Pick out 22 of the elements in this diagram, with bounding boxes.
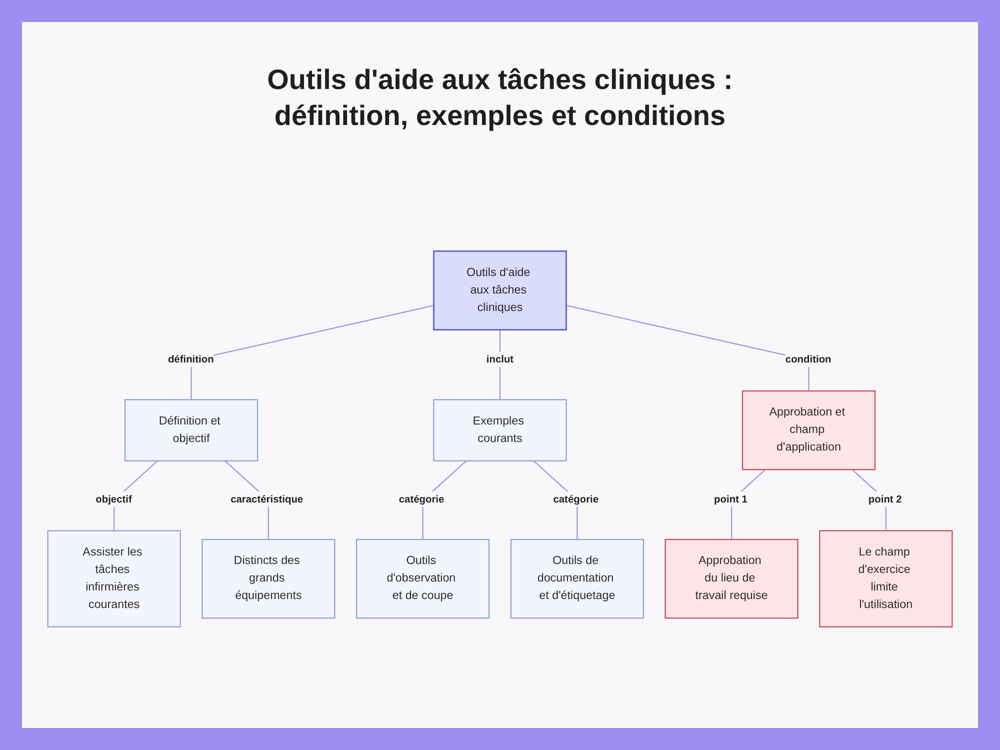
edge-label: condition (785, 353, 832, 365)
node-box: Approbation du lieu de travail requise (664, 538, 798, 619)
edge-label: point 2 (868, 492, 902, 505)
edge-label: inclut (486, 353, 514, 365)
connector (566, 304, 810, 391)
node-box: Outils d'observation et de coupe (356, 538, 490, 619)
edge-label: objectif (96, 492, 132, 505)
node-box: Distincts des grands équipements (202, 538, 336, 619)
node-box: Définition et objectif (124, 399, 258, 462)
title: Outils d'aide aux tâches cliniques : définition, exemples et conditions (266, 63, 734, 133)
edge-label: caractéristique (230, 492, 304, 505)
node-box: Assister les tâches infirmières courantes (47, 530, 181, 628)
node-box: Le champ d'exercice limite l'utilisation (819, 530, 953, 628)
edge-label: définition (168, 353, 214, 365)
node-box: Outils de documentation et d'étiquetage (510, 538, 644, 619)
edge-label: point 1 (714, 492, 748, 505)
node-box: Outils d'aide aux tâches cliniques (433, 250, 567, 330)
node-box: Exemples courants (433, 399, 567, 462)
connector (190, 304, 434, 400)
edge-label: catégorie (553, 492, 599, 505)
edge-label: catégorie (398, 492, 444, 505)
node-box: Approbation et champ d'application (742, 390, 876, 470)
